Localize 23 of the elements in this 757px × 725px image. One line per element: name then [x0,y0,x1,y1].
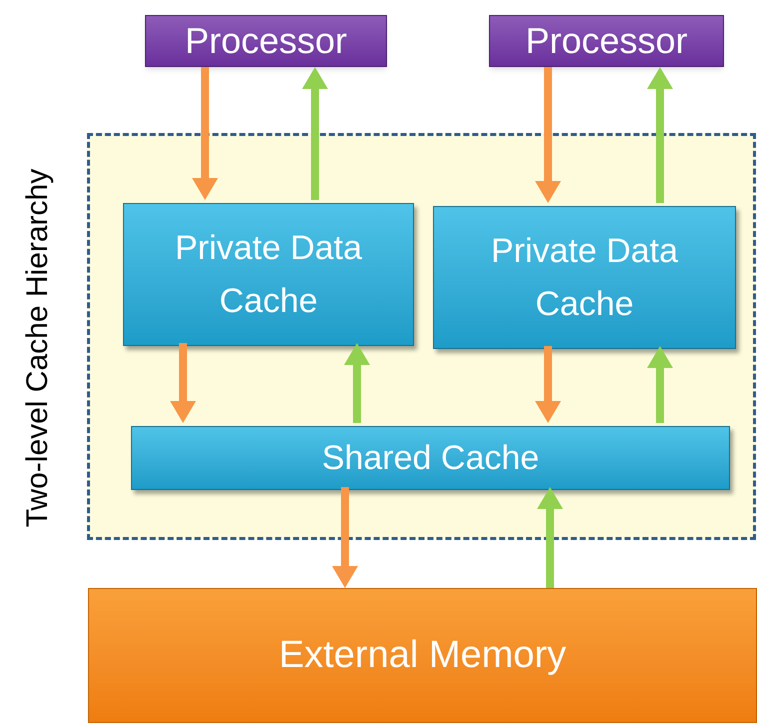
arrow [170,343,196,423]
box-label: Private Data Cache [490,230,680,324]
region-title: Two-level Cache Hierarchy [20,168,55,530]
cache-box [123,203,414,346]
processor-box [489,15,724,67]
arrow [192,67,218,200]
box-label: Processor [525,19,688,63]
arrow [535,67,561,203]
arrow [302,67,328,200]
arrow [647,67,673,203]
cache-box [131,426,730,490]
box-label: External Memory [278,633,566,678]
arrow [535,346,561,423]
processor-box [145,15,387,67]
cache-box [433,206,736,349]
box-label: Processor [184,19,348,63]
arrow [332,487,358,588]
arrow [537,487,563,588]
arrow [344,343,370,423]
box-label: Shared Cache [322,438,540,478]
box-label: Private Data Cache [174,228,364,322]
memory-box [88,588,757,723]
arrow [647,346,673,423]
